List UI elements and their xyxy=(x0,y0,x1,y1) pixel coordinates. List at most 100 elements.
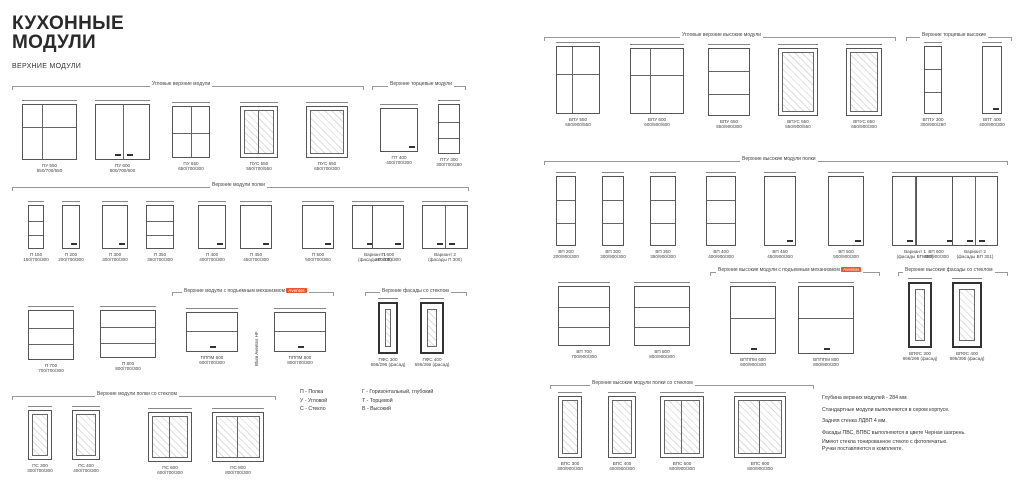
cabinet-drawing xyxy=(380,108,418,152)
cabinet-drawing xyxy=(630,48,684,114)
module-name: П 500 xyxy=(311,252,325,257)
module-name: Вариант 2 xyxy=(434,252,456,257)
module-name: П 350 xyxy=(153,252,167,257)
cabinet-drawing xyxy=(798,286,854,354)
dimension-line xyxy=(438,100,460,101)
cabinet-drawing xyxy=(730,286,776,354)
module-name: ВПППМ 600 xyxy=(740,357,766,362)
cabinet-drawing xyxy=(846,48,882,116)
dimension-line xyxy=(302,201,334,202)
module-size: 800/700/300 xyxy=(375,257,401,263)
module-name: Вариант 1 xyxy=(364,252,386,257)
section-title-corner-upper: Угловые верхние модули xyxy=(150,81,213,87)
module-size: 800/700/300 xyxy=(115,366,141,372)
module-size: 696/296 (фасад) xyxy=(370,362,406,368)
module-name: ПУС 650 xyxy=(317,161,337,166)
module-name: ВПУ 600 xyxy=(647,117,667,122)
module-size: 500/900/300 xyxy=(833,254,859,260)
module-size: 600/900/300 xyxy=(923,254,949,260)
module-size: 896/296 (фасад) xyxy=(902,356,938,362)
dimension-line xyxy=(952,172,998,173)
module-name: П 400 xyxy=(205,252,219,257)
module-size: 600/900/600 xyxy=(644,122,670,128)
module-name: ВП 400 xyxy=(713,249,729,254)
module-size: 700/900/300 xyxy=(571,354,597,360)
module-name: ВПУ 550 xyxy=(568,117,588,122)
cabinet-drawing xyxy=(952,176,998,246)
dimension-line xyxy=(602,172,624,173)
module-size: 350/900/300 xyxy=(650,254,676,260)
dimension-line xyxy=(952,278,982,279)
cabinet-drawing xyxy=(378,302,398,354)
module-size: 650/700/300 xyxy=(178,166,204,172)
cabinet-drawing xyxy=(634,286,690,346)
page-title: КУХОННЫЕ МОДУЛИ xyxy=(12,13,124,53)
module-name: ВПУС 550 xyxy=(787,119,809,124)
dimension-line xyxy=(95,100,150,101)
cabinet-drawing xyxy=(952,282,982,348)
dimension-line xyxy=(378,298,398,299)
module-name: ВПФС 400 xyxy=(955,351,979,356)
module-name: ПТ 400 xyxy=(391,155,407,160)
cabinet-drawing xyxy=(982,46,1002,114)
module-size: 600/700/300 xyxy=(199,360,225,366)
module-size: 300/900/280 xyxy=(920,122,946,128)
cabinet-drawing xyxy=(146,205,174,249)
dimension-line xyxy=(708,44,750,45)
module-name: ПППМ 800 xyxy=(288,355,312,360)
dimension-line xyxy=(102,201,128,202)
module-size: 300/700/280 xyxy=(436,162,462,168)
section-title-corner-tall: Угловые верхние высокие модули xyxy=(680,32,764,38)
cabinet-drawing xyxy=(212,412,264,462)
module-size: 600/900/300 xyxy=(740,362,766,368)
dimension-line xyxy=(558,282,610,283)
module-size: 800/900/300 xyxy=(649,354,675,360)
cabinet-drawing xyxy=(706,176,736,246)
aventos-badge: Aventos xyxy=(841,267,862,272)
module-name: ПУ 550 xyxy=(41,163,58,168)
cabinet-drawing xyxy=(602,176,624,246)
cabinet-drawing xyxy=(306,106,348,158)
module-name: ВП 500 xyxy=(838,249,854,254)
module-size: 150/700/300 xyxy=(23,257,49,263)
module-size: 550/700/550 xyxy=(246,166,272,172)
module-name: ВПС 400 xyxy=(612,461,632,466)
module-name: ПУ 600 xyxy=(114,163,131,168)
module-name: П 300 xyxy=(108,252,122,257)
cabinet-drawing xyxy=(240,106,278,158)
module-caption: Вариант 2(фасады П 300) xyxy=(415,252,475,263)
dimension-line xyxy=(240,102,278,103)
page-subtitle: ВЕРХНИЕ МОДУЛИ xyxy=(12,63,82,70)
dimension-line xyxy=(186,308,238,309)
module-size: 800/900/300 xyxy=(813,362,839,368)
module-name: ВПФС 300 xyxy=(908,351,932,356)
section-title-end-upper: Верхние торцевые модули xyxy=(388,81,454,87)
dimension-line xyxy=(924,42,942,43)
dimension-line xyxy=(28,306,74,307)
module-name: ПФС 400 xyxy=(422,357,442,362)
cabinet-drawing xyxy=(198,205,226,249)
dimension-line xyxy=(828,172,864,173)
cabinet-drawing xyxy=(558,286,610,346)
dimension-line xyxy=(634,282,690,283)
notes: Глубина верхних модулей - 284 мм Стандар… xyxy=(822,395,966,452)
cabinet-drawing xyxy=(916,176,956,246)
cabinet-drawing xyxy=(828,176,864,246)
module-name: П 200 xyxy=(64,252,78,257)
module-size: 800/700/300 xyxy=(225,470,251,476)
dimension-line xyxy=(730,282,776,283)
module-size: (фасады П 300) xyxy=(428,257,462,263)
module-name: ВП 200 xyxy=(558,249,574,254)
module-size: 550/900/550 xyxy=(785,124,811,130)
